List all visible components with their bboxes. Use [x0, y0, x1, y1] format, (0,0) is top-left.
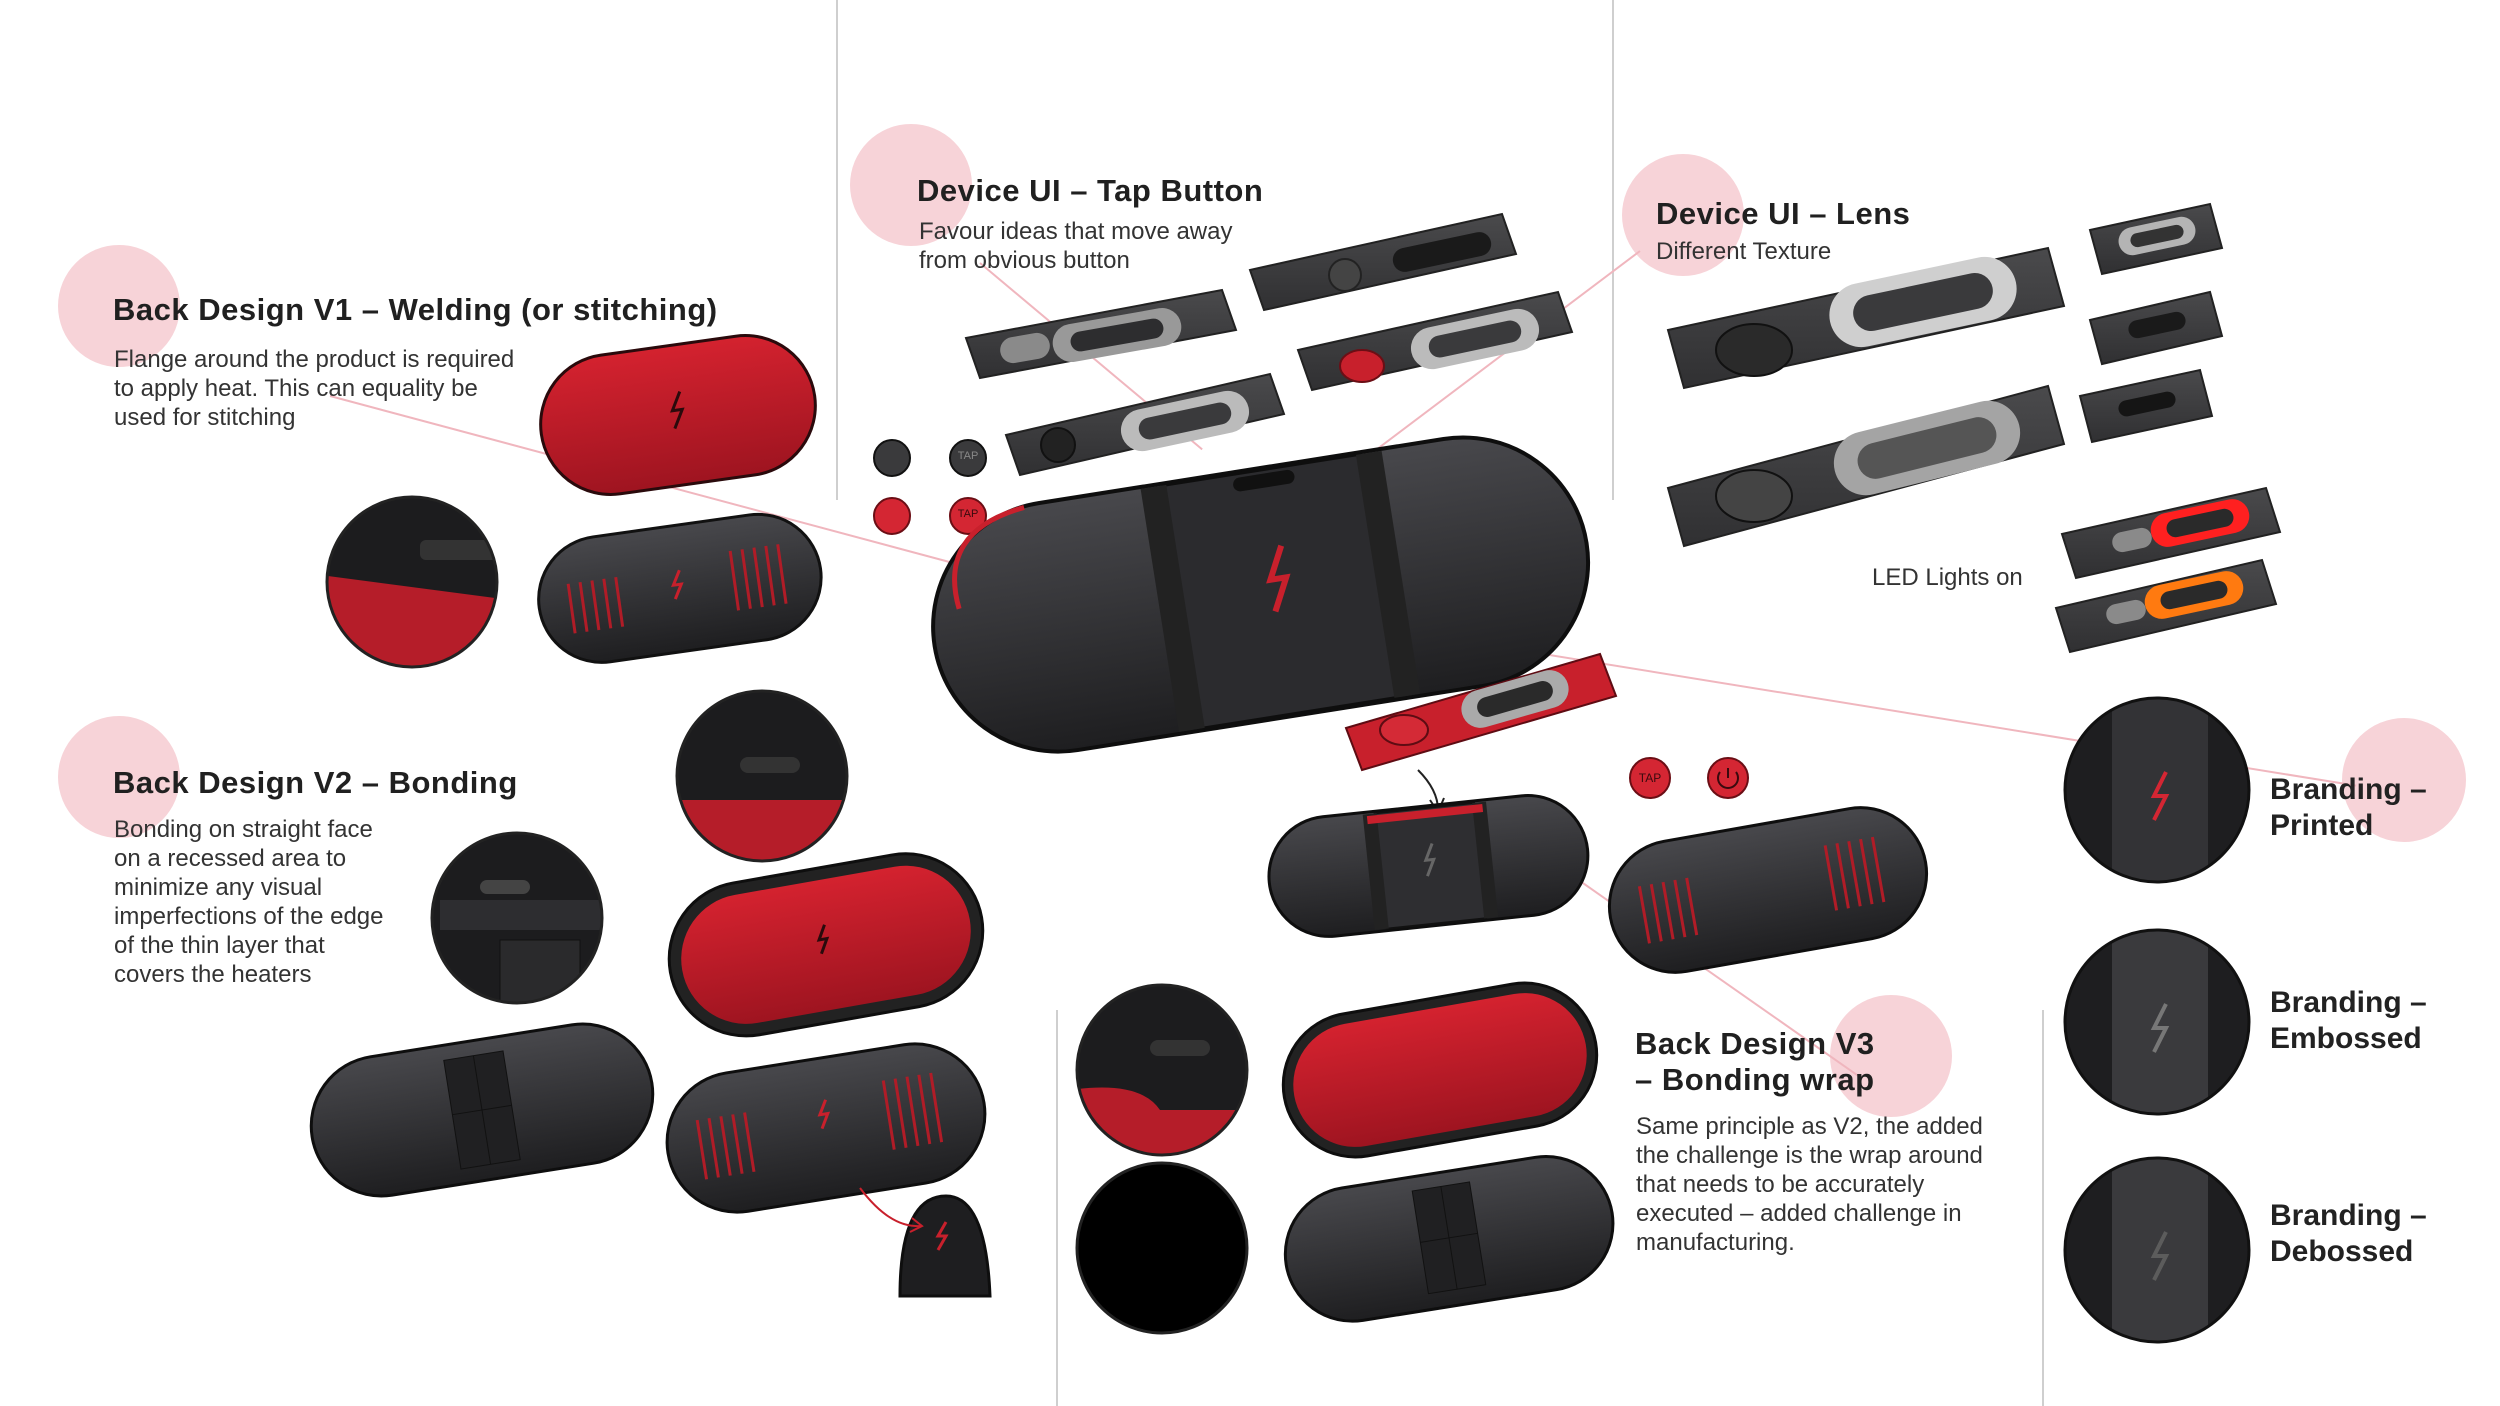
tap-glyph-2: TAP — [957, 508, 979, 520]
branding-debossed-label: Branding – Debossed — [2270, 1199, 2427, 1268]
v3-device-front-small — [1267, 794, 1590, 938]
v2-detail-circle-side — [432, 833, 602, 1003]
main-device — [931, 435, 1591, 754]
v1-device-back — [537, 512, 823, 664]
v3-device-red — [1281, 981, 1599, 1159]
branding-embossed-circle — [2065, 930, 2249, 1114]
v3-device-back-plain — [1283, 1155, 1615, 1323]
tap-button-title: Device UI – Tap Button — [917, 173, 1264, 208]
back-v1-title: Back Design V1 – Welding (or stitching) — [113, 292, 718, 327]
tap-plates — [964, 212, 1574, 477]
highlight-back-v1 — [58, 245, 180, 367]
divider-right — [1612, 0, 1614, 500]
v2-heater-layer-corner — [859, 1187, 992, 1298]
v2-device-back-plain — [309, 1022, 655, 1198]
tap-button-desc: Favour ideas that move away from obvious… — [919, 218, 1233, 274]
tap-glyph-1: TAP — [957, 450, 979, 462]
led-plates — [2054, 486, 2282, 654]
v2-device-back-heater — [665, 1042, 987, 1214]
back-v2-title: Back Design V2 – Bonding — [113, 765, 518, 800]
back-v2-desc: Bonding on straight face on a recessed a… — [114, 816, 384, 988]
back-v1-desc: Flange around the product is required to… — [114, 346, 515, 431]
lens-desc: Different Texture — [1656, 238, 1832, 265]
branding-printed-label: Branding – Printed — [2270, 773, 2427, 842]
main-device-tap-strip — [1344, 652, 1618, 815]
divider-bottom-left — [1056, 1010, 1058, 1406]
v3-detail-circle-top — [1077, 985, 1247, 1155]
divider-bottom-right — [2042, 1010, 2044, 1406]
branding-debossed-circle — [2065, 1158, 2249, 1342]
lens-title: Device UI – Lens — [1656, 196, 1911, 231]
v3-detail-circle-bottom — [1075, 1161, 1249, 1335]
v1-device-red — [539, 334, 817, 496]
highlight-back-v2 — [58, 716, 180, 838]
branding-embossed-label: Branding – Embossed — [2270, 986, 2427, 1055]
highlight-back-v3 — [1830, 995, 1952, 1117]
highlight-tap-button — [850, 124, 972, 246]
v3-device-back-heater — [1607, 806, 1929, 974]
branding-printed-circle — [2065, 698, 2249, 882]
small-button-set — [873, 439, 987, 535]
v2-device-red — [667, 852, 985, 1038]
highlight-lens — [1622, 154, 1744, 276]
back-v3-desc: Same principle as V2, the added the chal… — [1636, 1113, 1983, 1256]
tap-glyph-3: TAP — [1638, 771, 1662, 785]
v1-detail-circle — [327, 497, 497, 667]
red-button-pair — [1629, 757, 1749, 799]
led-label: LED Lights on — [1872, 564, 2023, 591]
back-v3-title: Back Design V3 – Bonding wrap — [1635, 1026, 1875, 1097]
divider-left — [836, 0, 838, 500]
highlight-branding — [2342, 718, 2466, 842]
lens-plates — [1666, 202, 2224, 548]
